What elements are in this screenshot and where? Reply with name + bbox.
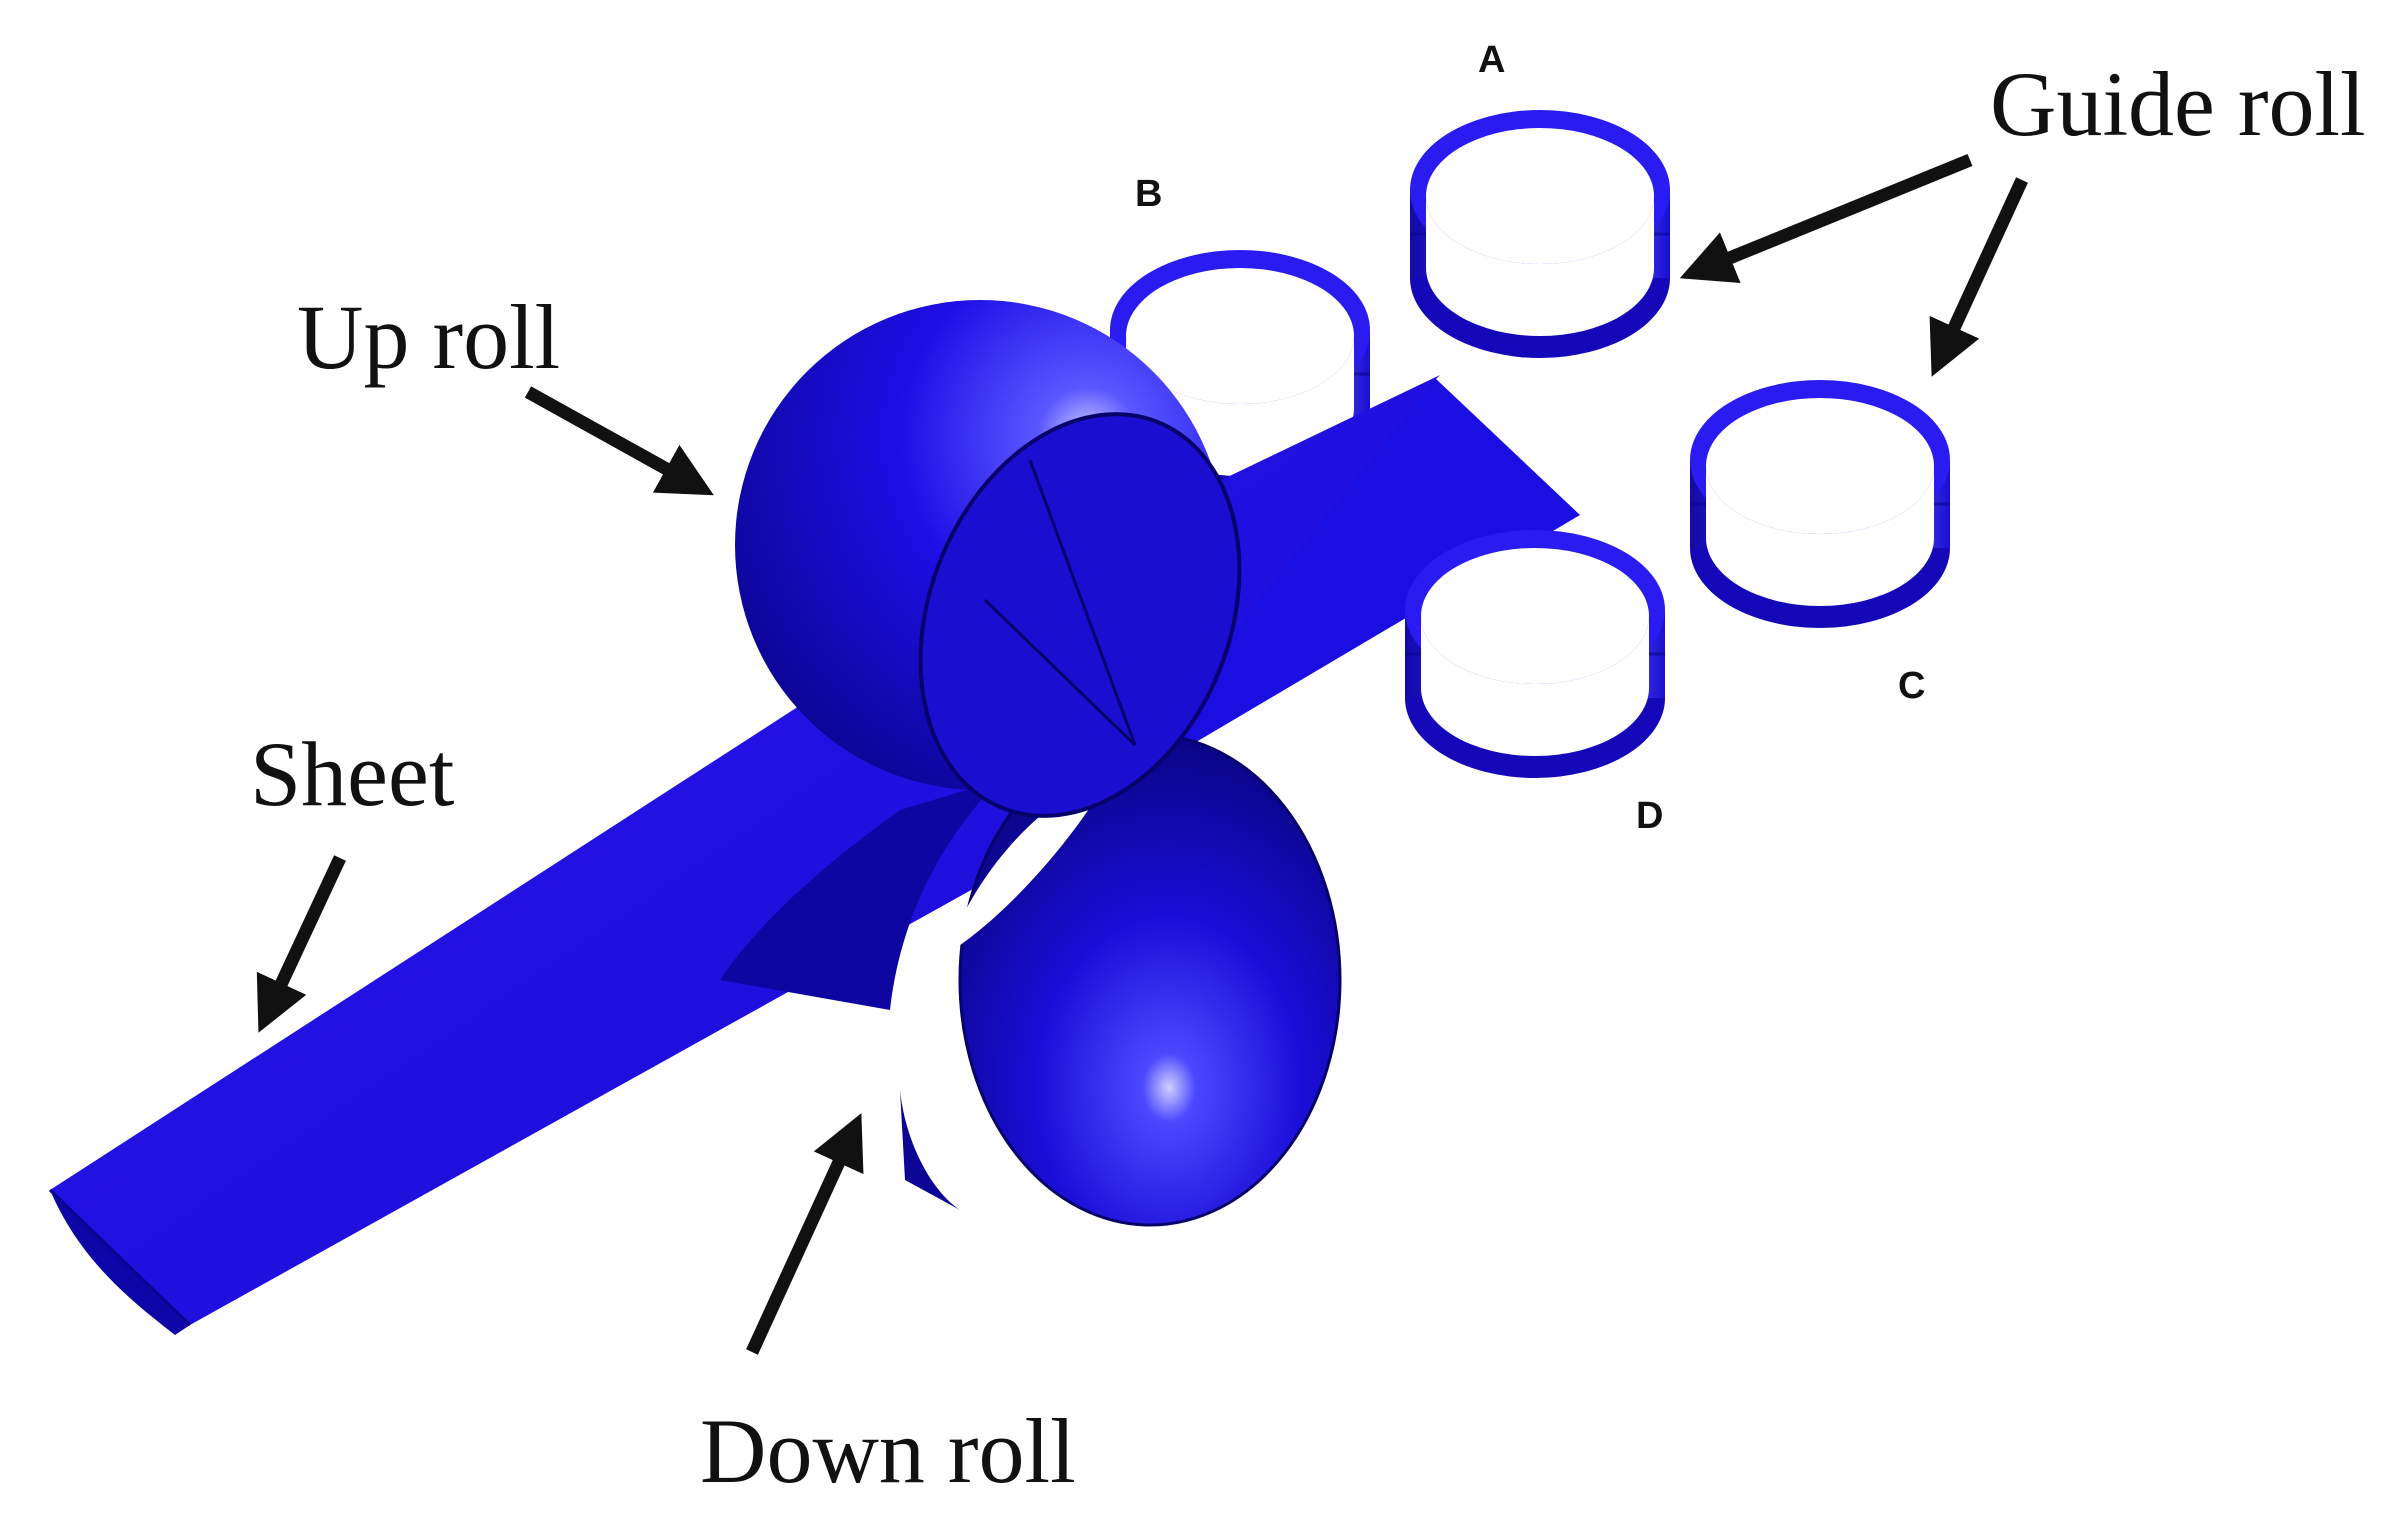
label-down-roll: Down roll [700, 1400, 1076, 1502]
guide-roll-a [1408, 108, 1672, 360]
arrow-down-roll [746, 1113, 864, 1355]
arrow-guide-roll-c [1929, 177, 2028, 377]
label-ring-c: C [1898, 665, 1925, 707]
arrow-sheet [256, 855, 346, 1033]
arrows [256, 153, 2028, 1355]
arrow-guide-roll-a [1679, 153, 1973, 283]
guide-roll-c [1688, 378, 1952, 630]
label-ring-d: D [1636, 795, 1663, 837]
label-up-roll: Up roll [297, 286, 560, 388]
arrow-up-roll [524, 386, 714, 496]
label-sheet: Sheet [250, 723, 455, 825]
down-roll [720, 733, 1342, 1227]
label-guide-roll: Guide roll [1990, 53, 2366, 155]
label-ring-a: A [1478, 39, 1505, 81]
guide-roll-d [1403, 528, 1667, 780]
up-roll [735, 300, 1242, 818]
label-ring-b: B [1135, 173, 1162, 215]
